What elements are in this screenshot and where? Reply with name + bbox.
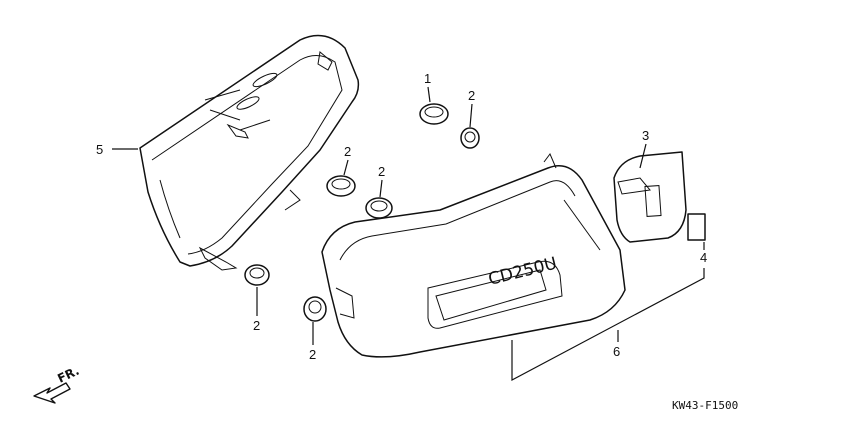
leader-lines — [112, 86, 705, 381]
drawing-code: KW43-F1500 — [672, 399, 738, 412]
grommet-2d — [244, 264, 270, 286]
callout-2a: 2 — [468, 88, 475, 103]
callout-2d: 2 — [253, 318, 260, 333]
emblem-part — [613, 151, 687, 243]
grommet-2b — [326, 175, 356, 197]
callout-3: 3 — [642, 128, 649, 143]
callout-4: 4 — [700, 250, 707, 265]
callout-1: 1 — [424, 71, 431, 86]
front-direction-label: FR. — [55, 364, 81, 386]
grommet-2a — [460, 127, 480, 149]
grommet-1 — [419, 103, 449, 125]
callout-2c: 2 — [378, 164, 385, 179]
callout-2b: 2 — [344, 144, 351, 159]
label-plate — [687, 213, 706, 241]
grommet-2c — [365, 197, 393, 219]
front-direction-arrow-icon — [33, 382, 71, 404]
left-side-cover — [139, 34, 360, 271]
grommet-2e — [303, 296, 327, 322]
callout-6: 6 — [613, 344, 620, 359]
right-side-cover: CD250U — [321, 153, 626, 358]
callout-2e: 2 — [309, 347, 316, 362]
callout-5: 5 — [96, 142, 103, 157]
